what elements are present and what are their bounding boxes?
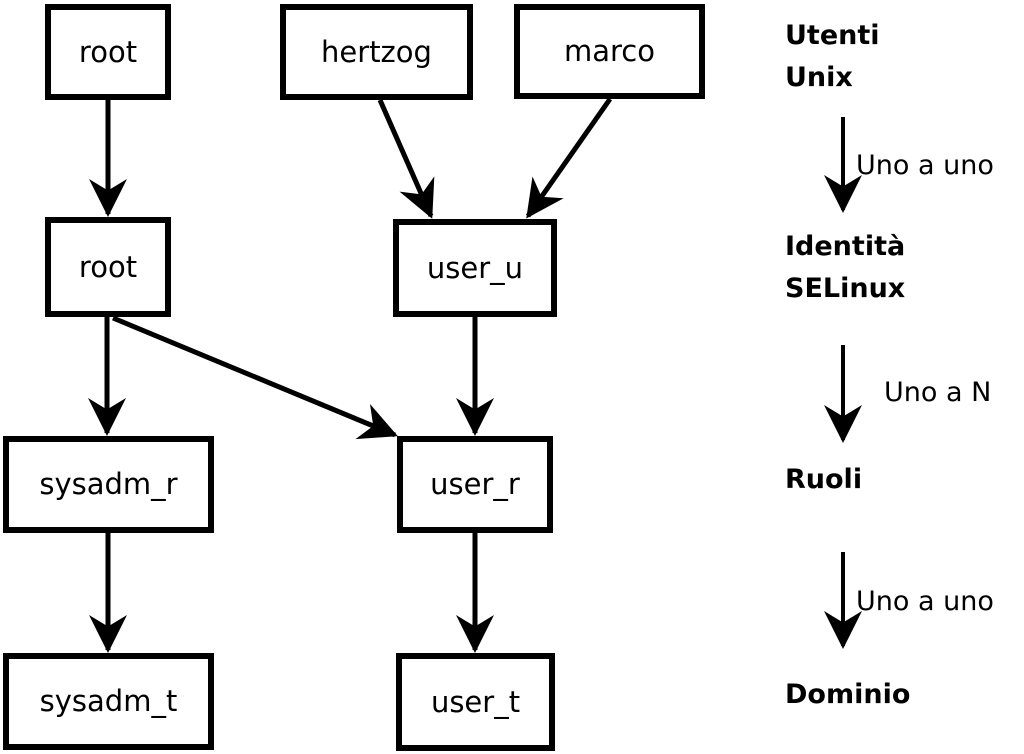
node-user_r: user_r xyxy=(397,436,553,533)
legend-arrow-label-identita-to-ruoli: Uno a N xyxy=(884,377,992,408)
node-label-user_r: user_r xyxy=(430,467,520,501)
node-label-user_t: user_t xyxy=(430,684,521,719)
legend-level-utenti-unix-line-1: Utenti xyxy=(785,20,880,51)
node-label-sysadm_t: sysadm_t xyxy=(39,684,178,718)
legend-level-ruoli: Ruoli xyxy=(785,459,862,501)
node-sysadm_r: sysadm_r xyxy=(3,436,214,533)
node-hertzog: hertzog xyxy=(280,4,473,100)
legend-level-dominio: Dominio xyxy=(785,674,910,716)
node-label-marco: marco xyxy=(564,34,655,68)
arrow-root-selinux-to-user_r xyxy=(112,315,398,440)
legend-level-identita-selinux-line-1: Identità xyxy=(785,231,906,262)
node-user_t: user_t xyxy=(396,653,555,751)
node-user_u: user_u xyxy=(393,219,557,317)
legend-arrow-label-ruoli-to-dominio: Uno a uno xyxy=(856,586,994,617)
arrow-hertzog-to-user_u xyxy=(377,98,435,219)
legend-level-utenti-unix-line-2: Unix xyxy=(785,62,853,93)
node-label-user_u: user_u xyxy=(426,250,524,285)
node-label-sysadm_r: sysadm_r xyxy=(39,467,178,501)
legend-level-ruoli-line-1: Ruoli xyxy=(785,464,863,495)
arrow-marco-to-user_u xyxy=(525,97,613,219)
node-label-root-unix: root xyxy=(78,34,138,69)
legend-level-dominio-line-1: Dominio xyxy=(785,679,911,710)
legend-arrow-label-utenti-to-identita: Uno a uno xyxy=(856,150,994,181)
legend-level-identita-selinux-line-2: SELinux xyxy=(785,273,906,304)
node-root-unix: root xyxy=(45,4,171,100)
node-sysadm_t: sysadm_t xyxy=(3,653,214,750)
node-root-selinux: root xyxy=(45,217,171,317)
node-label-hertzog: hertzog xyxy=(321,34,432,69)
node-label-root-selinux: root xyxy=(78,249,138,284)
node-marco: marco xyxy=(514,4,705,99)
